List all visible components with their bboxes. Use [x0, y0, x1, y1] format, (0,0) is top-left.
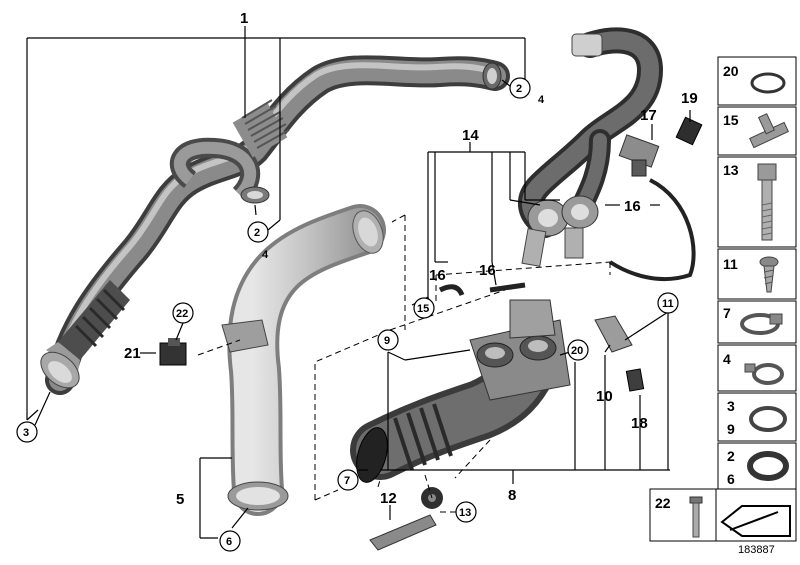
pressure-sensor: [618, 134, 660, 177]
direction-arrow-icon: [720, 505, 791, 537]
thick-seal-ring-icon: [747, 451, 789, 481]
panel-label-9: 9: [727, 421, 735, 437]
panel-label-20: 20: [723, 63, 739, 79]
label-2a: 2: [516, 83, 522, 95]
label-7: 7: [344, 475, 350, 487]
label-19: 19: [681, 90, 698, 107]
label-16b: 16: [479, 262, 496, 279]
label-6: 6: [226, 536, 232, 548]
label-13: 13: [459, 507, 471, 519]
pin-icon: [689, 496, 703, 538]
callout-circle-15a: [413, 297, 435, 319]
label-22: 22: [176, 308, 188, 320]
panel-label-15: 15: [723, 112, 739, 128]
callout-circle-2a: [509, 77, 531, 99]
callout-circle-2b: [247, 221, 269, 243]
pipe-bellows: [40, 280, 130, 389]
label-2b: 2: [254, 227, 260, 239]
label-21: 21: [124, 345, 141, 362]
temp-sensor: [594, 315, 645, 392]
parts-panel: 20 15 13 11: [717, 56, 797, 490]
label-16a: 16: [429, 267, 446, 284]
label-17: 17: [640, 107, 657, 124]
label-14: 14: [462, 127, 479, 144]
charge-air-pipe-lower: [221, 204, 386, 516]
callout-labels: 1 2 4 2 4 3 22 21 5 6 14 16 16 16 15 15 …: [16, 10, 698, 552]
o-ring-icon: [750, 72, 786, 94]
label-4a: 4: [538, 94, 545, 106]
label-4b: 4: [262, 249, 269, 261]
callout-circle-11: [657, 292, 679, 314]
vacuum-hose-assembly: [438, 27, 696, 297]
callout-circle-13: [455, 501, 477, 523]
bottom-panel: 22: [649, 488, 797, 542]
diagram-id: 183887: [738, 544, 775, 556]
seal-ring-icon: [749, 406, 787, 432]
holder-clip: [159, 338, 187, 366]
panel-label-22: 22: [655, 495, 671, 511]
connector-plug: [675, 116, 703, 146]
spring-clamp-icon: [744, 363, 784, 385]
label-15a: 15: [417, 303, 429, 315]
callout-circle-6: [219, 530, 241, 552]
panel-label-4: 4: [723, 351, 731, 367]
label-9: 9: [384, 335, 390, 347]
label-3: 3: [23, 427, 29, 439]
pipe-corrugation: [232, 99, 290, 158]
charge-air-pipe-upper: [40, 55, 510, 395]
bolt-icon: [757, 163, 777, 241]
callout-circle-22: [172, 302, 194, 324]
hose-clamp-icon: [740, 313, 783, 335]
label-11: 11: [662, 298, 674, 310]
label-1: 1: [240, 10, 248, 27]
panel-label-6: 6: [727, 471, 735, 487]
panel-box-11: [717, 248, 797, 300]
callout-circle-9: [377, 329, 399, 351]
panel-label-7: 7: [723, 305, 731, 321]
label-5: 5: [176, 491, 184, 508]
callout-circle-3: [16, 421, 38, 443]
screw-icon: [759, 256, 779, 293]
label-18: 18: [631, 415, 648, 432]
panel-label-3: 3: [727, 398, 735, 414]
panel-label-2: 2: [727, 448, 735, 464]
turbo-connection-pipe: [350, 299, 571, 483]
panel-box-7: [717, 300, 797, 344]
panel-label-11: 11: [723, 256, 738, 272]
t-connector-icon: [749, 113, 789, 149]
callout-circle-7: [337, 469, 359, 491]
label-10: 10: [596, 388, 613, 405]
label-16c: 16: [624, 198, 641, 215]
panel-label-13: 13: [723, 162, 739, 178]
label-20: 20: [571, 345, 583, 357]
label-8: 8: [508, 487, 516, 504]
callout-circle-20: [567, 339, 589, 361]
panel-box-13: [717, 156, 797, 248]
leader-lines: [26, 26, 691, 539]
label-12: 12: [380, 490, 397, 507]
